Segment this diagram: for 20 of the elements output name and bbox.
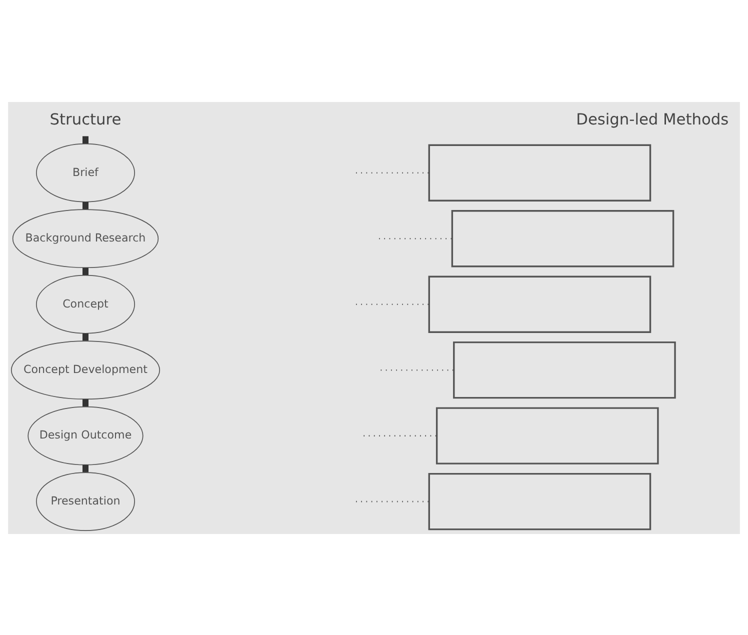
node-box bbox=[428, 472, 652, 530]
connector bbox=[82, 464, 88, 472]
connector bbox=[82, 398, 88, 406]
connector bbox=[82, 201, 88, 209]
node-ellipse: Brief bbox=[36, 142, 136, 202]
node-box bbox=[451, 210, 674, 267]
node-text: Structure bbox=[50, 110, 122, 128]
node-box bbox=[428, 144, 652, 201]
node-ellipse: Concept Development bbox=[10, 340, 160, 400]
label: Design-led Methods bbox=[576, 110, 729, 128]
node-box bbox=[436, 406, 659, 464]
node-ellipse: Background Research bbox=[12, 208, 159, 268]
node-ellipse: Presentation bbox=[36, 472, 136, 531]
connector bbox=[82, 267, 88, 274]
connector bbox=[82, 136, 88, 144]
node-box bbox=[428, 275, 652, 332]
connector bbox=[82, 332, 88, 340]
node-box bbox=[453, 340, 676, 398]
node-ellipse: Concept bbox=[36, 274, 136, 334]
node-ellipse: Design Outcome bbox=[28, 406, 144, 465]
